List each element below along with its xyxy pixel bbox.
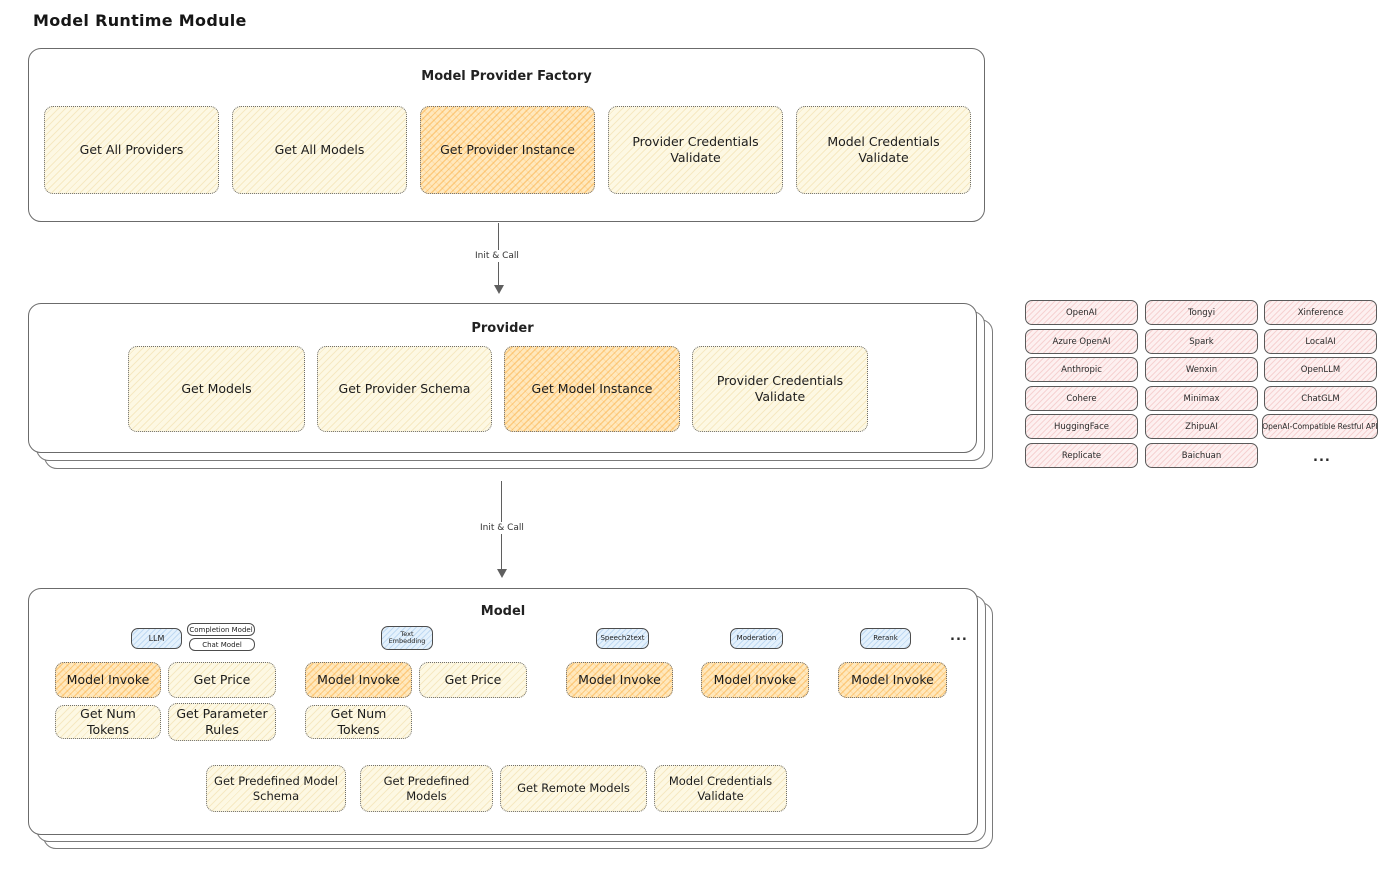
llm-get-parameter-rules: Get Parameter Rules [168, 703, 276, 741]
provider-pills-more: ... [1313, 450, 1331, 465]
rerank-model-invoke: Model Invoke [838, 662, 947, 698]
tab-text-embedding: Text Embedding [381, 626, 433, 650]
provider-pill-huggingface: HuggingFace [1025, 414, 1138, 439]
provider-pill-chatglm: ChatGLM [1264, 386, 1377, 411]
provider-pill-tongyi: Tongyi [1145, 300, 1258, 325]
provider-pill-minimax: Minimax [1145, 386, 1258, 411]
factory-provider-credentials-validate: Provider Credentials Validate [608, 106, 783, 194]
model-tabs-more: ... [950, 629, 968, 644]
tab-rerank: Rerank [860, 628, 911, 649]
model-model-credentials-validate: Model Credentials Validate [654, 765, 787, 812]
factory-title: Model Provider Factory [421, 69, 592, 84]
tab-speech2text: Speech2text [596, 628, 649, 649]
provider-pill-cohere: Cohere [1025, 386, 1138, 411]
provider-pill-zhipuai: ZhipuAI [1145, 414, 1258, 439]
llm-get-price: Get Price [168, 662, 276, 698]
provider-pill-replicate: Replicate [1025, 443, 1138, 468]
speech2text-model-invoke: Model Invoke [566, 662, 673, 698]
provider-get-provider-schema: Get Provider Schema [317, 346, 492, 432]
model-title: Model [480, 604, 526, 619]
factory-get-all-models: Get All Models [232, 106, 407, 194]
provider-pill-xinference: Xinference [1264, 300, 1377, 325]
provider-pill-openllm: OpenLLM [1264, 357, 1377, 382]
provider-get-models: Get Models [128, 346, 305, 432]
factory-get-all-providers: Get All Providers [44, 106, 219, 194]
llm-get-num-tokens: Get Num Tokens [55, 705, 161, 739]
tab-moderation: Moderation [730, 628, 783, 649]
text-embedding-get-price: Get Price [419, 662, 527, 698]
provider-pill-anthropic: Anthropic [1025, 357, 1138, 382]
provider-title: Provider [471, 321, 534, 336]
arrow-provider-to-model-head [497, 569, 507, 578]
arrow-factory-to-provider-label: Init & Call [471, 250, 523, 262]
tab-completion-model: Completion Model [187, 623, 255, 636]
text-embedding-model-invoke: Model Invoke [305, 662, 412, 698]
arrow-factory-to-provider-head [494, 285, 504, 294]
provider-pill-openai-compatible-restful-api: OpenAI-Compatible Restful API [1262, 414, 1378, 439]
model-get-remote-models: Get Remote Models [500, 765, 647, 812]
tab-llm: LLM [131, 628, 182, 649]
tab-chat-model: Chat Model [189, 638, 255, 651]
arrow-provider-to-model-label: Init & Call [476, 522, 528, 534]
provider-pill-spark: Spark [1145, 329, 1258, 354]
provider-pill-azure-openai: Azure OpenAI [1025, 329, 1138, 354]
provider-pill-baichuan: Baichuan [1145, 443, 1258, 468]
model-get-predefined-model-schema: Get Predefined Model Schema [206, 765, 346, 812]
provider-pill-wenxin: Wenxin [1145, 357, 1258, 382]
moderation-model-invoke: Model Invoke [701, 662, 809, 698]
provider-pill-openai: OpenAI [1025, 300, 1138, 325]
provider-get-model-instance: Get Model Instance [504, 346, 680, 432]
text-embedding-get-num-tokens: Get Num Tokens [305, 705, 412, 739]
model-get-predefined-models: Get Predefined Models [360, 765, 493, 812]
factory-get-provider-instance: Get Provider Instance [420, 106, 595, 194]
provider-pill-localai: LocalAI [1264, 329, 1377, 354]
factory-model-credentials-validate: Model Credentials Validate [796, 106, 971, 194]
llm-model-invoke: Model Invoke [55, 662, 161, 698]
page-title: Model Runtime Module [33, 11, 247, 30]
provider-provider-credentials-validate: Provider Credentials Validate [692, 346, 868, 432]
